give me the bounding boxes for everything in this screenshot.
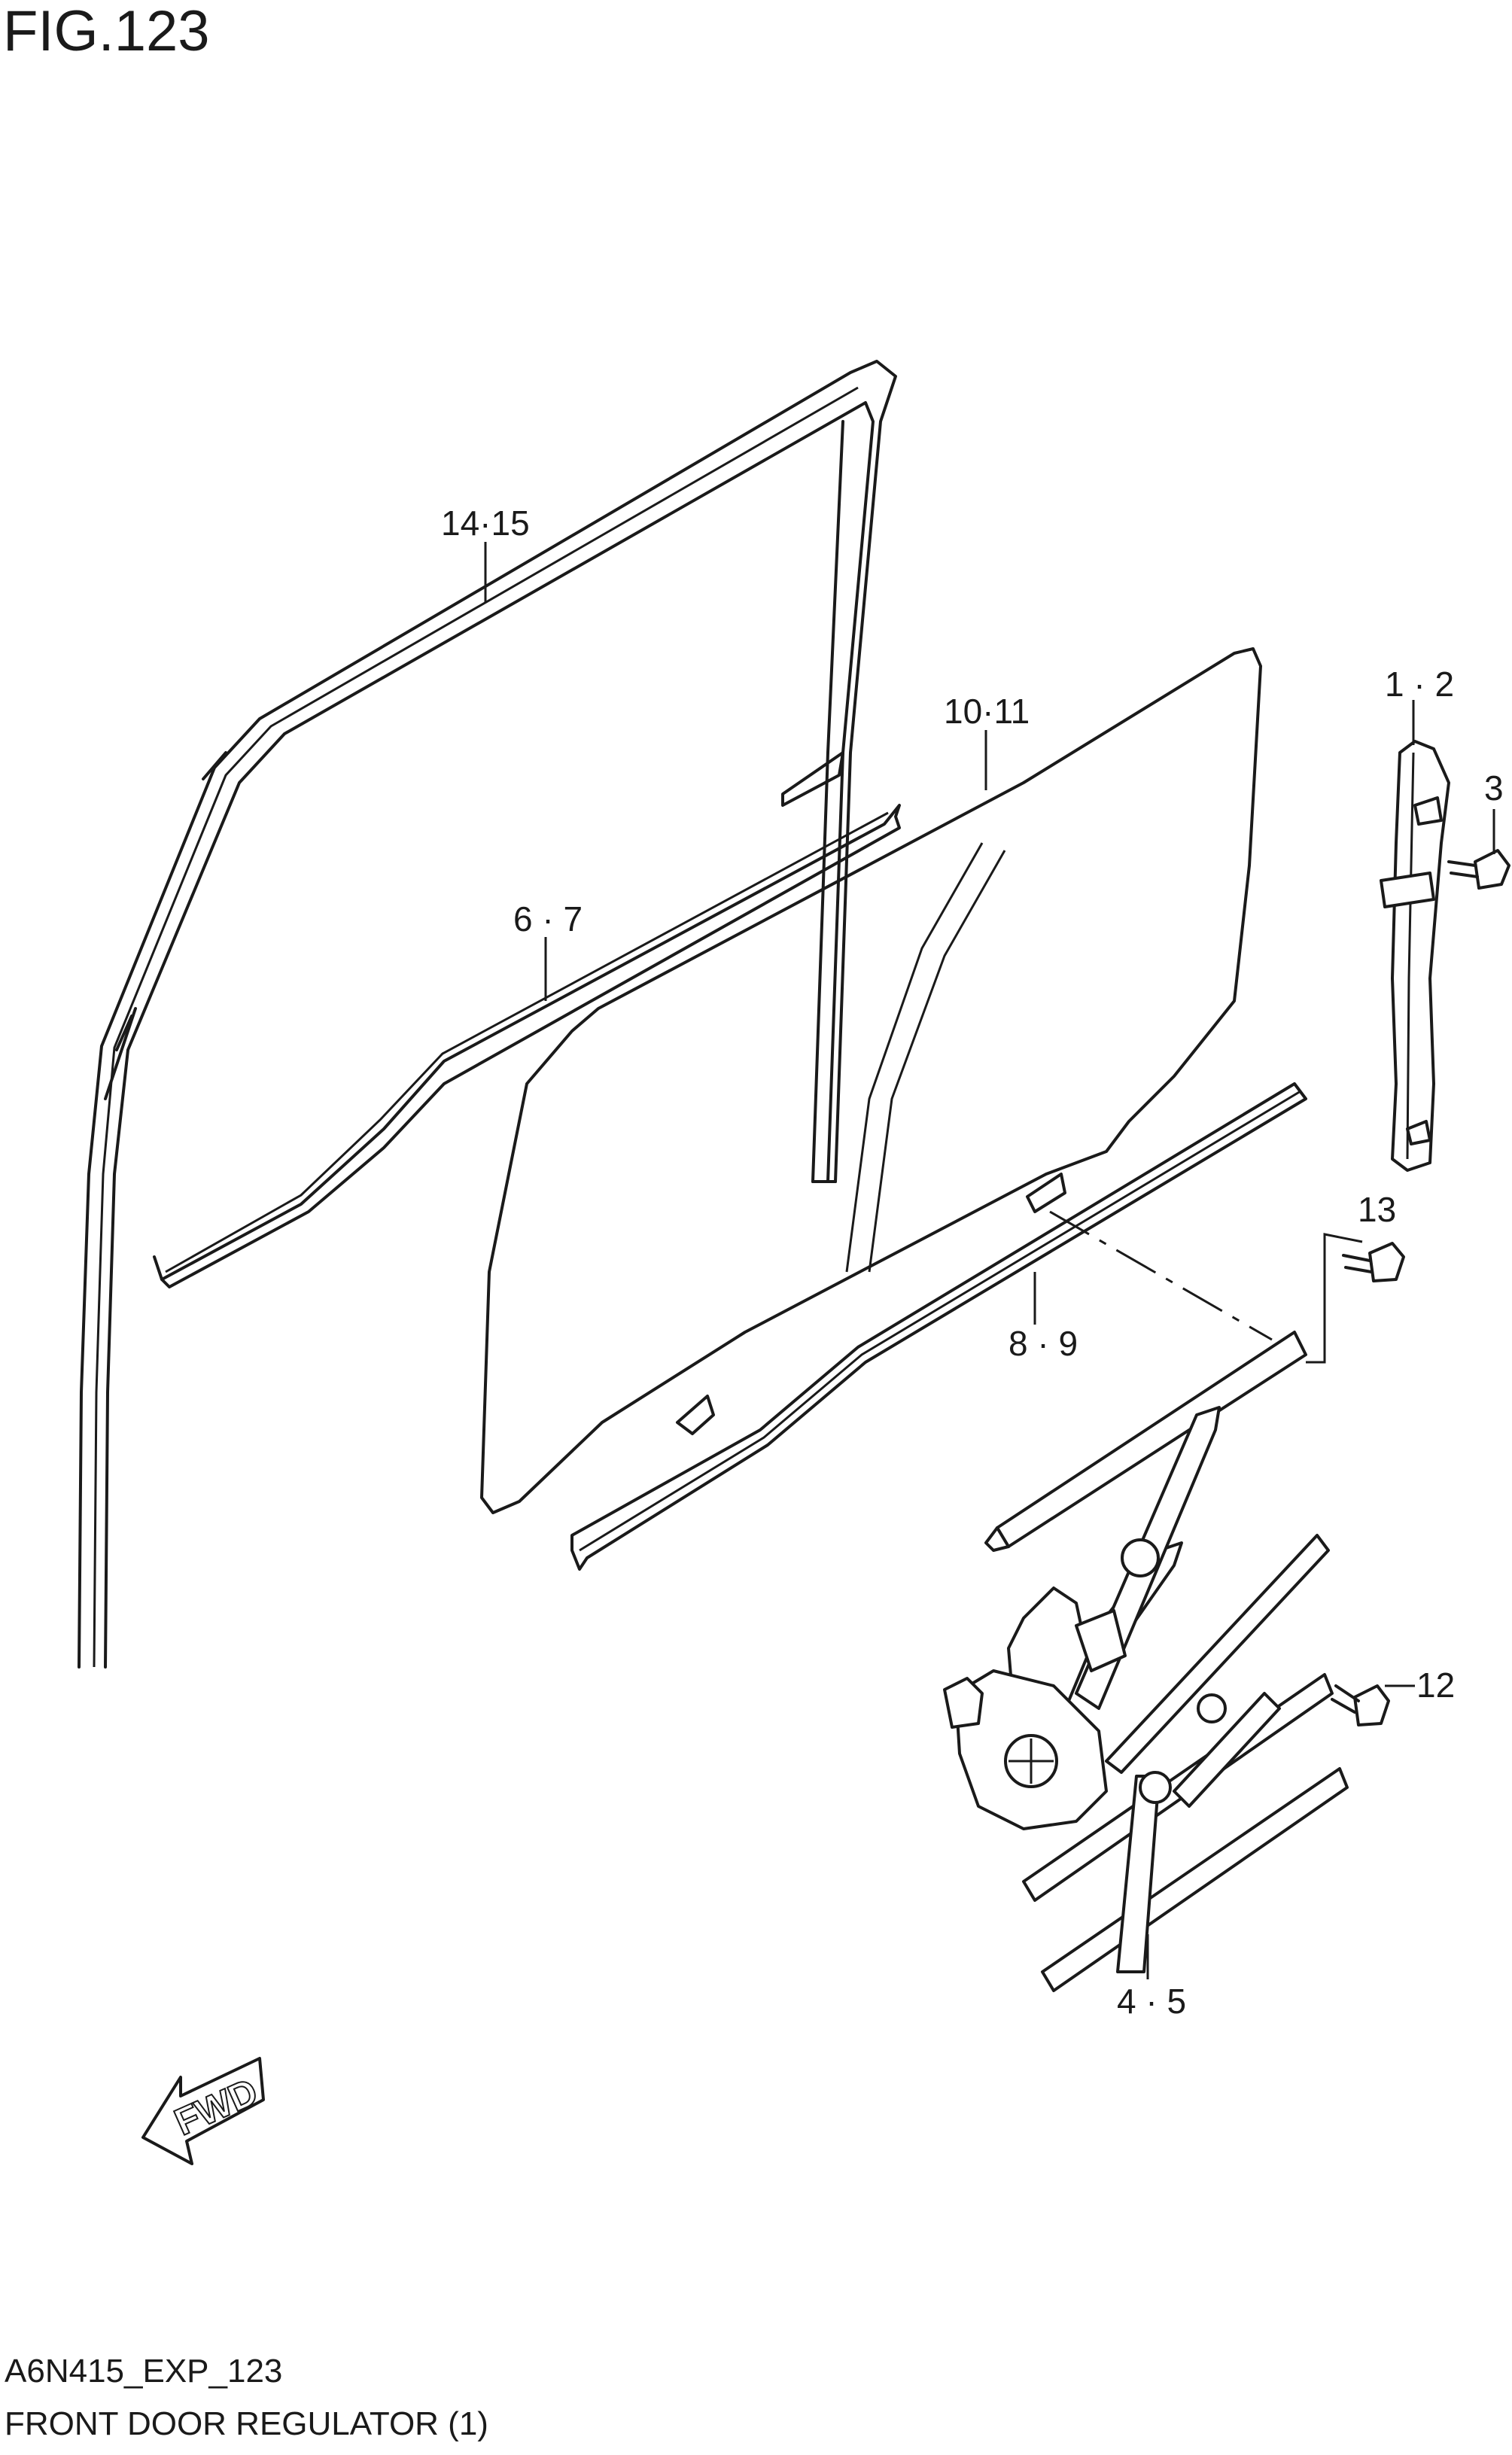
callout-1-2: 1 · 2 xyxy=(1385,665,1455,704)
window-regulator[interactable] xyxy=(943,1331,1349,1992)
callout-3: 3 xyxy=(1484,768,1504,808)
callout-8-9: 8 · 9 xyxy=(1009,1324,1078,1363)
alignment-line xyxy=(1049,1210,1273,1341)
callout-13: 13 xyxy=(1358,1190,1397,1229)
run-channel-rail[interactable] xyxy=(1380,740,1450,1172)
callout-6-7: 6 · 7 xyxy=(513,899,583,938)
callout-10-11: 10·11 xyxy=(944,692,1030,731)
glass-bottom-channel[interactable] xyxy=(570,1082,1307,1571)
bolt-12[interactable] xyxy=(1331,1684,1390,1726)
callout-4-5: 4 · 5 xyxy=(1117,1982,1187,2021)
diagram-code: A6N415_EXP_123 xyxy=(5,2353,283,2390)
figure-title: FIG.123 xyxy=(3,0,210,63)
fwd-arrow-icon: FWD xyxy=(141,2057,265,2165)
bolt-13[interactable] xyxy=(1342,1242,1405,1282)
belt-weatherstrip[interactable] xyxy=(153,804,901,1288)
glass-run-channel[interactable] xyxy=(78,360,897,1669)
leader-13 xyxy=(1306,1233,1363,1364)
callout-14-15: 14·15 xyxy=(441,503,530,543)
diagram-name: FRONT DOOR REGULATOR (1) xyxy=(5,2405,488,2442)
door-glass[interactable] xyxy=(480,647,1262,1514)
callout-12: 12 xyxy=(1416,1666,1456,1705)
bolt-3[interactable] xyxy=(1447,849,1510,890)
